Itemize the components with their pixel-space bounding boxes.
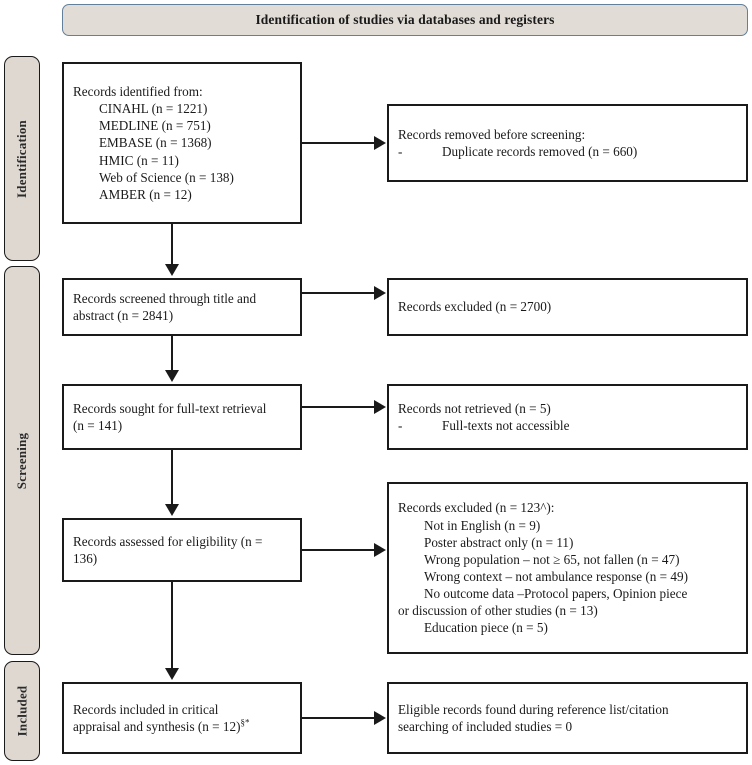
arrowhead-eligibility-to-excluded: [374, 543, 386, 557]
stage-bar-screening: Screening: [4, 266, 40, 655]
records-identified-heading: Records identified from:: [73, 83, 203, 99]
dash-bullet: -: [398, 418, 403, 433]
stage-label-included: Included: [14, 685, 30, 737]
records-included-line1: Records included in critical: [73, 701, 219, 717]
records-eligibility-line2: 136): [73, 551, 98, 566]
stage-bar-identification: Identification: [4, 56, 40, 261]
box-records-removed-before-screening: Records removed before screening: -Dupli…: [387, 104, 748, 182]
exclusion-reason: Wrong context – not ambulance response (…: [424, 569, 688, 584]
arrowhead-screened-to-sought: [165, 370, 179, 382]
box-records-assessed-eligibility: Records assessed for eligibility (n = 13…: [62, 518, 302, 582]
connector-eligibility-to-excluded: [302, 549, 374, 551]
exclusion-reason: Wrong population – not ≥ 65, not fallen …: [424, 551, 680, 567]
arrowhead-identified-to-screened: [165, 264, 179, 276]
arrowhead-identified-to-removed: [374, 136, 386, 150]
exclusion-reason: Not in English (n = 9): [424, 517, 541, 533]
exclusion-reason: Education piece (n = 5): [424, 620, 548, 636]
footnote-markers: §*: [240, 717, 250, 728]
eligible-found-line2: searching of included studies = 0: [398, 719, 573, 734]
connector-screened-to-excluded: [302, 292, 374, 294]
records-screened-line2: abstract (n = 2841): [73, 308, 174, 323]
database-item: CINAHL (n = 1221): [99, 101, 208, 117]
connector-sought-to-not-retrieved: [302, 406, 374, 408]
records-eligibility-line1: Records assessed for eligibility (n =: [73, 533, 263, 549]
dash-bullet: -: [398, 144, 403, 159]
records-included-line2: appraisal and synthesis (n = 12)§*: [73, 717, 250, 734]
stage-label-screening: Screening: [14, 432, 30, 489]
database-item: HMIC (n = 11): [99, 152, 179, 168]
records-excluded-eligibility-heading: Records excluded (n = 123^):: [398, 500, 555, 516]
arrowhead-sought-to-not-retrieved: [374, 400, 386, 414]
eligible-found-line1: Eligible records found during reference …: [398, 701, 669, 717]
arrowhead-eligibility-to-included: [165, 668, 179, 680]
exclusion-reason: Poster abstract only (n = 11): [424, 534, 574, 550]
identification-banner: Identification of studies via databases …: [62, 4, 748, 36]
records-removed-heading: Records removed before screening:: [398, 126, 586, 142]
exclusion-reason-continuation: or discussion of other studies (n = 13): [398, 603, 598, 619]
records-sought-line2: (n = 141): [73, 418, 123, 433]
arrowhead-sought-to-eligibility: [165, 504, 179, 516]
box-records-sought-full-text: Records sought for full-text retrieval (…: [62, 384, 302, 450]
connector-included-to-eligible-found: [302, 717, 374, 719]
database-item: EMBASE (n = 1368): [99, 135, 212, 151]
connector-identified-to-removed: [302, 142, 374, 144]
stage-bar-included: Included: [4, 661, 40, 761]
records-not-retrieved-item: -Full-texts not accessible: [398, 418, 570, 433]
banner-title: Identification of studies via databases …: [255, 12, 555, 27]
box-records-not-retrieved: Records not retrieved (n = 5) -Full-text…: [387, 384, 748, 450]
records-sought-line1: Records sought for full-text retrieval: [73, 400, 267, 416]
records-not-retrieved-heading: Records not retrieved (n = 5): [398, 400, 551, 416]
arrowhead-included-to-eligible-found: [374, 711, 386, 725]
exclusion-reason: No outcome data –Protocol papers, Opinio…: [424, 586, 688, 602]
connector-eligibility-to-included: [171, 582, 173, 670]
database-item: MEDLINE (n = 751): [99, 118, 211, 134]
records-removed-item: -Duplicate records removed (n = 660): [398, 144, 638, 159]
box-eligible-records-found-citation-search: Eligible records found during reference …: [387, 682, 748, 754]
arrowhead-screened-to-excluded: [374, 286, 386, 300]
box-records-screened: Records screened through title and abstr…: [62, 278, 302, 336]
box-records-included: Records included in critical appraisal a…: [62, 682, 302, 754]
records-screened-line1: Records screened through title and: [73, 290, 257, 306]
box-records-excluded-screening: Records excluded (n = 2700): [387, 278, 748, 336]
database-item: Web of Science (n = 138): [99, 169, 234, 185]
connector-screened-to-sought: [171, 336, 173, 372]
records-excluded-screening-line: Records excluded (n = 2700): [398, 299, 552, 315]
connector-identified-to-screened: [171, 224, 173, 266]
box-records-identified: Records identified from: CINAHL (n = 122…: [62, 62, 302, 224]
database-item: AMBER (n = 12): [99, 186, 192, 202]
box-records-excluded-eligibility: Records excluded (n = 123^): Not in Engl…: [387, 482, 748, 654]
stage-label-identification: Identification: [14, 119, 30, 198]
connector-sought-to-eligibility: [171, 450, 173, 506]
